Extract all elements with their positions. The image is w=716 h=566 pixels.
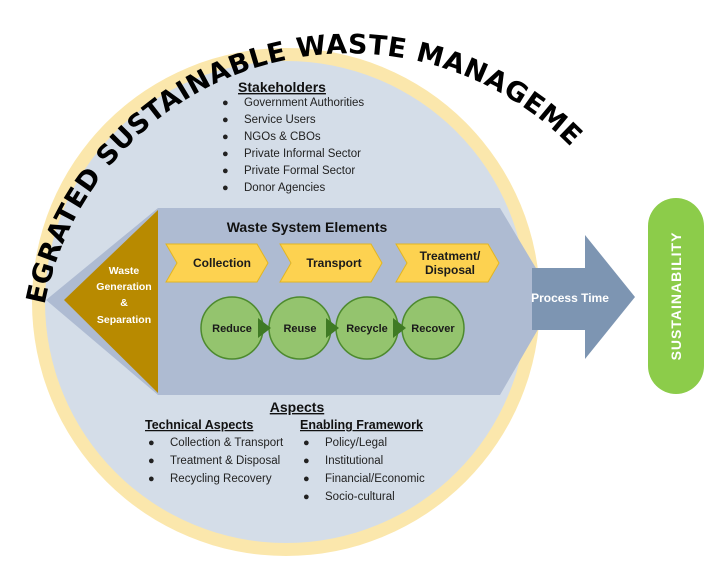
bullet-icon: ● <box>303 437 310 449</box>
technical-item: Collection & Transport <box>170 437 284 449</box>
bullet-icon: ● <box>222 182 229 194</box>
bullet-icon: ● <box>303 455 310 467</box>
bullet-icon: ● <box>222 148 229 160</box>
stakeholder-item: NGOs & CBOs <box>244 131 321 143</box>
generation-label-line4: Separation <box>97 314 151 326</box>
bullet-icon: ● <box>222 165 229 177</box>
bullet-icon: ● <box>148 455 155 467</box>
bullet-icon: ● <box>222 114 229 126</box>
chevron-transport-label: Transport <box>306 256 361 270</box>
stakeholder-item: Government Authorities <box>244 97 364 109</box>
circle-reduce-label: Reduce <box>212 323 252 335</box>
stakeholder-item: Donor Agencies <box>244 182 325 194</box>
generation-label-line1: Waste <box>109 265 140 277</box>
bullet-icon: ● <box>303 491 310 503</box>
generation-label-line2: Generation <box>96 281 151 293</box>
generation-triangle <box>64 210 158 393</box>
generation-label-line3: & <box>120 297 128 309</box>
stakeholder-item: Private Informal Sector <box>244 148 361 160</box>
circle-recover-label: Recover <box>411 323 455 335</box>
bullet-icon: ● <box>148 437 155 449</box>
bullet-icon: ● <box>303 473 310 485</box>
stakeholder-item: Service Users <box>244 114 316 126</box>
waste-system-heading: Waste System Elements <box>227 219 388 235</box>
technical-aspects-list: ● Collection & Transport ● Treatment & D… <box>148 437 284 485</box>
chevron-collection <box>165 243 269 283</box>
circle-recycle-label: Recycle <box>346 323 388 335</box>
sustainability-label: SUSTAINABILITY <box>668 232 684 361</box>
technical-item: Treatment & Disposal <box>170 455 280 467</box>
bullet-icon: ● <box>222 97 229 109</box>
enabling-item: Policy/Legal <box>325 437 387 449</box>
technical-item: Recycling Recovery <box>170 473 272 485</box>
bullet-icon: ● <box>148 473 155 485</box>
circle-reuse-label: Reuse <box>283 323 316 335</box>
stakeholders-heading: Stakeholders <box>238 79 326 95</box>
connector-arrow-icon <box>258 318 271 338</box>
enabling-item: Financial/Economic <box>325 473 425 485</box>
aspects-heading: Aspects <box>270 399 325 415</box>
chevron-transport <box>279 243 383 283</box>
chevron-treatment-label-line1: Treatment/ <box>420 249 481 263</box>
stakeholder-item: Private Formal Sector <box>244 165 355 177</box>
chevron-treatment <box>395 243 500 283</box>
technical-aspects-heading: Technical Aspects <box>145 418 253 432</box>
process-time-arrow <box>532 235 635 359</box>
chevron-collection-label: Collection <box>193 256 251 270</box>
process-time-label: Process Time <box>531 291 609 305</box>
enabling-framework-heading: Enabling Framework <box>300 418 423 432</box>
enabling-framework-list: ● Policy/Legal ● Institutional ● Financi… <box>303 437 425 503</box>
enabling-item: Institutional <box>325 455 383 467</box>
enabling-item: Socio-cultural <box>325 491 395 503</box>
connector-arrow-icon <box>393 318 406 338</box>
chevron-treatment-label-line2: Disposal <box>425 263 475 277</box>
connector-arrow-icon <box>326 318 339 338</box>
sustainability-pill <box>648 198 704 394</box>
stakeholders-list: ● Government Authorities ● Service Users… <box>222 97 364 194</box>
bullet-icon: ● <box>222 131 229 143</box>
